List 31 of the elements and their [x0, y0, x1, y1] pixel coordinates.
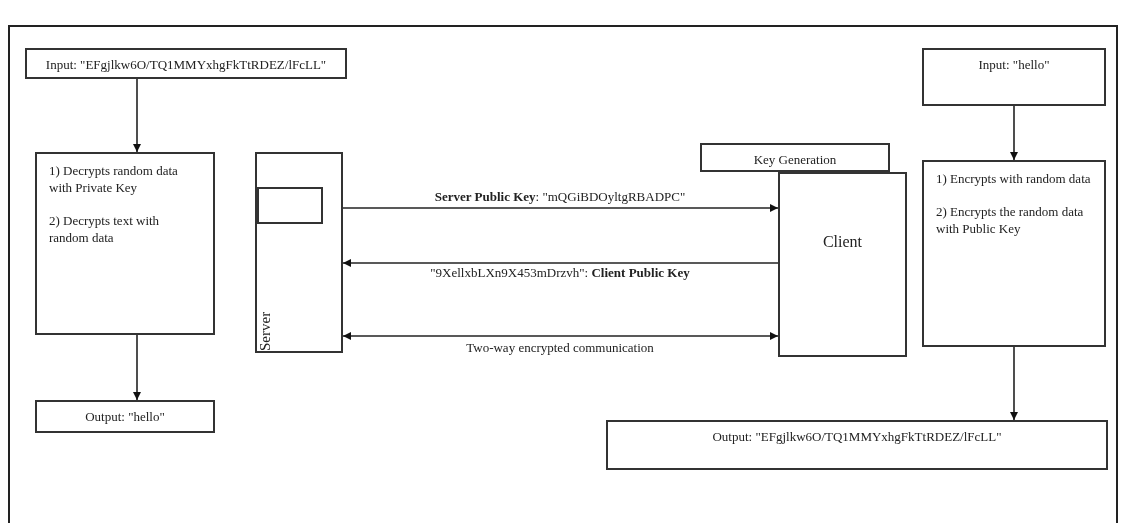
- server-label: Server: [258, 311, 273, 351]
- process-box: [25, 48, 347, 79]
- arrow: [133, 334, 141, 401]
- box-text: Input: "EFgjlkw6O/TQ1MMYxhgFkTtRDEZ/lFcLL": [45, 56, 327, 73]
- empty-box: [257, 187, 323, 224]
- edge-label: Server Public Key: "mQGiBDOyltgRBADPC": [434, 188, 686, 205]
- process-box: [922, 160, 1106, 347]
- process-box: [922, 48, 1106, 106]
- arrow: [133, 78, 141, 153]
- box-text: 1) Decrypts random data with Private Key: [49, 162, 179, 196]
- process-box: [700, 143, 890, 172]
- client-box: [778, 172, 907, 357]
- edge-label: "9XellxbLXn9X453mDrzvh": Client Public Key: [430, 264, 690, 281]
- arrow: [342, 204, 779, 212]
- process-box: [606, 420, 1108, 470]
- arrow: [1010, 346, 1018, 421]
- arrow: [342, 332, 779, 340]
- box-text: 2) Decrypts text with random data: [49, 212, 161, 246]
- box-text: 2) Encrypts the random data with Public Key: [936, 203, 1085, 237]
- client-label: Client: [822, 232, 863, 252]
- box-text: 1) Encrypts with random data: [936, 170, 1092, 187]
- arrow: [342, 259, 779, 267]
- process-box: [35, 400, 215, 433]
- box-text: Key Generation: [753, 151, 837, 168]
- box-text: Output: "hello": [85, 408, 165, 425]
- box-text: Output: "EFgjlkw6O/TQ1MMYxhgFkTtRDEZ/lFcLL": [712, 428, 1002, 445]
- process-box: [35, 152, 215, 335]
- server-box: [255, 152, 343, 353]
- box-text: Input: "hello": [978, 56, 1050, 73]
- edge-label: Two-way encrypted communication: [466, 339, 654, 356]
- arrow: [1010, 105, 1018, 161]
